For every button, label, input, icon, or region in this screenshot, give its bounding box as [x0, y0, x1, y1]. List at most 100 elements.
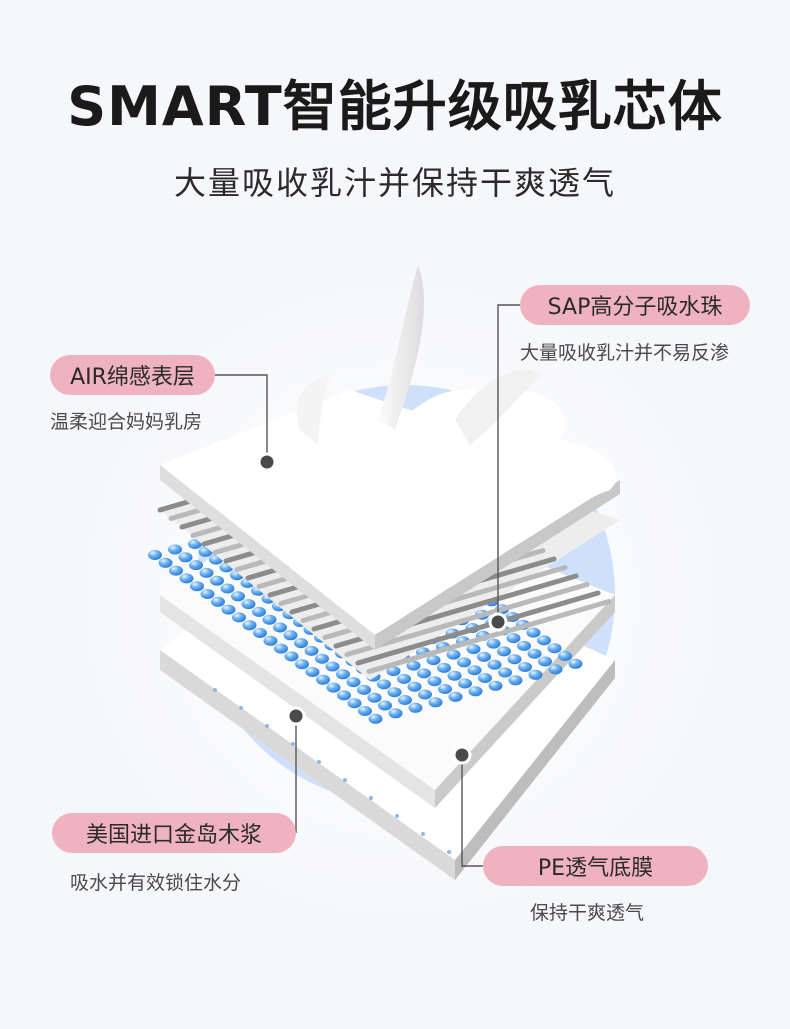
sap-bead — [417, 668, 431, 679]
sap-bead — [262, 614, 277, 625]
sap-bead — [468, 686, 483, 697]
stripe-roll — [344, 582, 590, 657]
desc-pulp-layer: 吸水并有效锁住水分 — [70, 872, 242, 894]
sap-bead — [241, 599, 256, 610]
sap-bead — [507, 654, 522, 665]
sap-bead — [252, 606, 266, 617]
sap-bead — [304, 645, 319, 656]
perforation-dot — [447, 850, 451, 854]
perforation-dot — [343, 778, 347, 782]
sap-bead — [568, 658, 583, 669]
sap-bead — [547, 643, 562, 654]
page-subtitle: 大量吸收乳汁并保持干爽透气 — [173, 164, 616, 202]
sap-bead — [506, 633, 521, 644]
sap-bead — [358, 706, 372, 716]
sap-bead — [526, 627, 541, 638]
stripe-roll — [355, 590, 601, 666]
sap-bead — [284, 651, 299, 662]
sap-bead — [527, 648, 542, 659]
sap-bead — [315, 653, 329, 664]
sap-bead — [337, 690, 351, 701]
sap-bead — [179, 573, 194, 584]
sap-bead — [274, 643, 288, 654]
sap-bead — [368, 713, 383, 724]
sap-bead — [488, 680, 503, 691]
sap-bead — [253, 628, 267, 638]
sap-bead — [387, 687, 402, 698]
sap-bead — [377, 679, 391, 690]
sap-bead — [457, 657, 471, 668]
sap-bead — [448, 691, 463, 702]
sap-bead — [408, 702, 423, 713]
perforation-dot — [395, 814, 399, 818]
sap-bead — [478, 673, 492, 683]
perforation-dot — [317, 760, 321, 764]
sap-bead — [548, 664, 563, 675]
stripe-roll — [366, 599, 612, 674]
sap-bead — [283, 630, 298, 641]
sap-bead — [326, 682, 341, 693]
sap-bead — [447, 670, 462, 681]
callout-line-sap — [497, 304, 520, 622]
sap-bead — [263, 635, 278, 646]
sap-bead — [357, 684, 371, 695]
sap-bead — [295, 659, 309, 670]
sap-bead — [273, 622, 287, 633]
desc-sap-layer: 大量吸收乳汁并不易反渗 — [520, 342, 730, 364]
sap-bead — [168, 544, 182, 555]
sap-bead — [426, 655, 441, 666]
sap-bead — [446, 649, 461, 660]
sap-bead — [437, 662, 451, 673]
callout-line-air — [215, 374, 268, 462]
perforation-dot — [265, 724, 269, 728]
sap-bead — [558, 651, 572, 661]
perforation-dot — [239, 706, 243, 710]
sap-bead — [347, 698, 362, 709]
sap-bead — [316, 674, 330, 685]
desc-air-layer: 温柔迎合妈妈乳房 — [50, 411, 203, 433]
sap-bead — [178, 552, 193, 563]
sap-bead — [497, 646, 511, 657]
sap-bead — [367, 692, 382, 703]
label-pe-layer: PE透气底膜 — [483, 846, 708, 886]
label-air-layer: AIR绵感表层 — [50, 355, 215, 395]
sap-bead — [200, 589, 215, 599]
sap-bead — [169, 565, 183, 576]
sap-bead — [221, 604, 236, 615]
callout-dot-pe — [452, 745, 472, 765]
sap-bead — [220, 583, 235, 594]
sap-bead — [388, 708, 403, 719]
sap-bead — [325, 661, 340, 672]
callout-dot-pulp — [286, 706, 306, 726]
sap-bead — [346, 677, 361, 688]
sap-bead — [406, 660, 421, 671]
sap-bead — [211, 596, 225, 607]
sap-bead — [466, 644, 481, 655]
sap-bead — [418, 689, 432, 700]
sap-bead — [428, 697, 443, 708]
callout-dot-air — [257, 452, 277, 472]
sap-bead — [189, 560, 203, 571]
sap-bead — [508, 675, 523, 686]
sap-bead — [199, 567, 214, 578]
sap-bead — [336, 669, 350, 680]
sap-bead — [188, 539, 202, 549]
sap-bead — [158, 557, 173, 568]
sap-bead — [487, 659, 502, 670]
perforation-dot — [291, 742, 295, 746]
sap-bead — [438, 684, 452, 694]
sap-bead — [407, 681, 422, 692]
sap-bead — [231, 591, 245, 602]
sap-bead — [517, 640, 531, 651]
page-title: SMART智能升级吸乳芯体 — [67, 75, 723, 138]
sap-bead — [467, 665, 482, 676]
perforation-dot — [421, 832, 425, 836]
sap-bead — [398, 695, 412, 705]
sap-bead — [528, 669, 543, 680]
sap-bead — [148, 550, 162, 560]
perforation-dot — [213, 688, 217, 692]
sap-bead — [210, 575, 224, 586]
sap-bead — [305, 667, 320, 677]
sap-bead — [537, 635, 551, 646]
sap-bead — [498, 667, 512, 678]
